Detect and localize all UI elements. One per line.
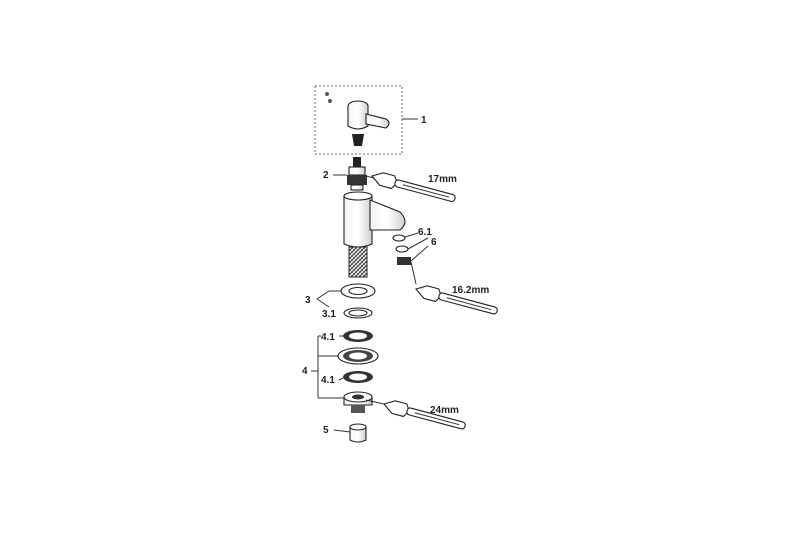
fixing-set-4 <box>337 330 379 413</box>
washer-4-1-bottom-inner <box>349 373 367 381</box>
label-part-3: 3 <box>305 295 311 306</box>
wrench-17mm <box>371 172 456 202</box>
wrench-slot <box>402 184 450 198</box>
aerator-parts <box>392 234 411 265</box>
handle-lever <box>365 113 390 129</box>
handle-assembly <box>314 85 403 155</box>
tap-spout <box>369 199 406 231</box>
threaded-shank <box>348 246 368 278</box>
aerator-ring <box>395 245 409 253</box>
label-part-4: 4 <box>302 366 308 377</box>
label-part-1: 1 <box>421 115 427 126</box>
label-part-4-1-top: 4.1 <box>321 332 335 343</box>
cartridge-base <box>350 184 364 191</box>
cartridge-spindle <box>353 157 361 167</box>
cartridge-body <box>348 166 366 176</box>
wrench-head <box>415 285 442 303</box>
handle-dashed-box <box>314 85 403 155</box>
handle-adapter <box>352 134 364 146</box>
aerator-washer-6-1 <box>392 234 406 242</box>
wrench-head <box>383 400 410 418</box>
label-part-5: 5 <box>323 425 329 436</box>
washer-3-1-inner <box>348 309 368 317</box>
label-part-3-1: 3.1 <box>322 309 336 320</box>
tap-top <box>343 191 373 201</box>
handle-screw <box>325 92 329 96</box>
wrench-head <box>371 172 398 190</box>
sleeve-body <box>349 426 367 443</box>
label-wrench-24mm: 24mm <box>430 405 459 416</box>
washer-4-1-top-inner <box>349 332 367 340</box>
label-wrench-16-2mm: 16.2mm <box>452 285 489 296</box>
label-part-6: 6 <box>431 237 437 248</box>
label-part-6-1: 6.1 <box>418 227 432 238</box>
wrench-16-2mm <box>415 285 498 315</box>
back-nut-hole <box>352 394 364 400</box>
handle-body <box>347 106 369 130</box>
cartridge-nut <box>347 175 367 185</box>
aerator-mesh <box>399 259 409 263</box>
wrench-24mm <box>383 400 466 430</box>
label-wrench-17mm: 17mm <box>428 174 457 185</box>
tap-body <box>343 191 406 278</box>
sleeve-top <box>349 423 367 431</box>
washers-3 <box>340 283 376 319</box>
tap-column <box>343 195 373 248</box>
handle-screw <box>328 99 332 103</box>
leader-lines <box>311 118 429 433</box>
wrench-slot <box>446 297 492 311</box>
wrench-slot <box>414 412 460 426</box>
sleeve-5 <box>349 423 367 443</box>
washer-3-inner <box>348 286 368 296</box>
fixing-plate-hole <box>349 352 367 360</box>
label-part-4-1-bottom: 4.1 <box>321 375 335 386</box>
back-nut-collar <box>351 405 365 413</box>
cartridge <box>347 157 367 191</box>
label-part-2: 2 <box>323 170 329 181</box>
